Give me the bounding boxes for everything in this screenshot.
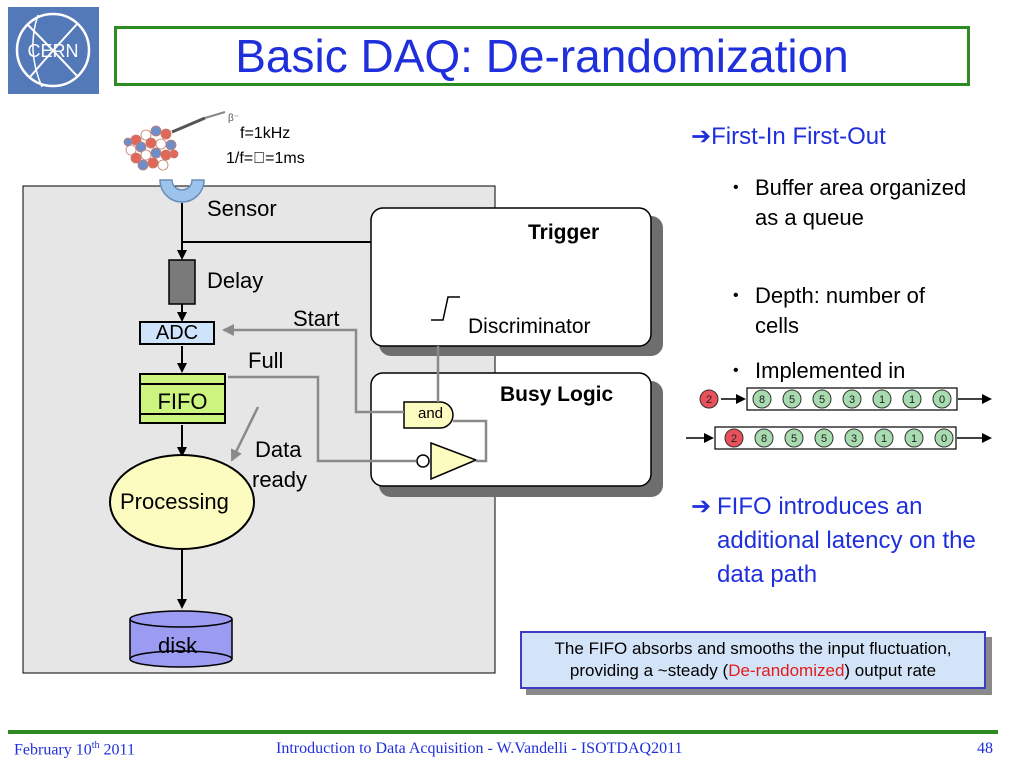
disk-icon — [129, 610, 233, 668]
particle-source-icon: β⁻ — [123, 111, 239, 171]
bullet-head-text: FIFO introduces an additional latency on… — [717, 493, 976, 588]
source-frequency: f=1kHz — [240, 125, 291, 142]
data-ready-label-1: Data — [255, 437, 302, 462]
bullet-dot-icon: • — [733, 179, 739, 196]
busy-inverter-icon — [430, 441, 479, 481]
bullet-head-text: First-In First-Out — [711, 123, 886, 150]
queue-cell-chip — [699, 389, 719, 409]
fifo-label: FIFO — [157, 389, 208, 414]
queue-cell-value: 0 — [939, 394, 945, 406]
bullet-item-text: Depth: number of cells — [755, 283, 925, 338]
beta-label: β⁻ — [228, 113, 239, 124]
arrow-right-icon: ➔ — [691, 493, 712, 520]
footer-title: Introduction to Data Acquisition - W.Van… — [276, 740, 683, 757]
sensor-icon — [159, 179, 205, 203]
queue-cell-chip — [904, 428, 924, 448]
trigger-label: Trigger — [528, 221, 600, 244]
queue-cell-chip — [872, 389, 892, 409]
sensor-label: Sensor — [207, 196, 277, 221]
bullet-item: • Implemented in — [733, 356, 973, 382]
and-gate — [403, 401, 454, 429]
queue-cell-value: 1 — [911, 433, 917, 445]
page-title: Basic DAQ: De-randomization — [235, 30, 849, 82]
note-text-part2: ) output rate — [844, 661, 937, 680]
discriminator-icon — [431, 296, 460, 321]
bullet-dot-icon: • — [733, 362, 739, 379]
delay-label: Delay — [207, 268, 264, 293]
queue-cell-chip — [844, 428, 864, 448]
bullet-dot-icon: • — [733, 287, 739, 304]
queue-cell-chip — [902, 389, 922, 409]
queue-cell-value: 3 — [849, 394, 855, 406]
adc-label: ADC — [155, 321, 199, 344]
note-callout: The FIFO absorbs and smooths the input f… — [520, 631, 986, 689]
data-ready-label-2: ready — [252, 467, 308, 492]
title-frame: Basic DAQ: De-randomization — [114, 26, 970, 86]
queue-cell-chip — [724, 428, 744, 448]
logo-text: CERN — [27, 41, 78, 61]
arrow-right-icon: ➔ — [691, 123, 712, 150]
queue-cell-value: 1 — [909, 394, 915, 406]
note-text-part1: The FIFO absorbs and smooths the input f… — [554, 639, 952, 680]
page-number: 48 — [977, 740, 993, 757]
queue-cell-value: 1 — [879, 394, 885, 406]
queue-cell-value: 2 — [731, 433, 737, 445]
source-period: 1/f==1ms — [226, 150, 305, 167]
trigger-box — [370, 207, 652, 347]
cern-logo-graphic: CERN — [15, 12, 91, 88]
queue-cell-value: 5 — [819, 394, 825, 406]
bullet-head-fifo: ➔First-In First-Out — [691, 122, 886, 151]
queue-cell-chip — [782, 389, 802, 409]
disk-label: disk — [158, 633, 198, 658]
cern-logo: CERN — [8, 7, 99, 94]
footer-date: February 10th 2011 — [14, 740, 135, 759]
queue-cell-chip — [874, 428, 894, 448]
queue-cell-value: 1 — [881, 433, 887, 445]
queue-cell-value: 0 — [941, 433, 947, 445]
footer-divider — [8, 730, 998, 734]
queue-cell-chip — [842, 389, 862, 409]
note-text-highlight: De-randomized — [728, 661, 845, 680]
bullet-item-text: Implemented in — [755, 358, 906, 382]
bullet-item-text: Buffer area organized as a queue — [755, 175, 967, 230]
fifo-queue-illustration: 2 8 5 5 3 1 1 0 2 8 5 5 3 1 1 0 — [686, 387, 992, 450]
queue-cell-chip — [932, 389, 952, 409]
discriminator-label: Discriminator — [468, 315, 591, 338]
queue-buffer — [714, 426, 957, 450]
queue-cell-value: 2 — [706, 394, 712, 406]
queue-cell-chip — [812, 389, 832, 409]
start-label: Start — [293, 306, 340, 331]
queue-cell-value: 5 — [791, 433, 797, 445]
queue-cell-value: 5 — [789, 394, 795, 406]
processing-label: Processing — [120, 489, 229, 514]
queue-cell-chip — [934, 428, 954, 448]
busy-logic-label: Busy Logic — [500, 383, 614, 406]
queue-cell-value: 8 — [759, 394, 765, 406]
queue-cell-chip — [814, 428, 834, 448]
queue-cell-value: 5 — [821, 433, 827, 445]
queue-cell-chip — [752, 389, 772, 409]
full-label: Full — [248, 348, 284, 373]
adc-box: ADC — [139, 321, 215, 345]
queue-cell-value: 8 — [761, 433, 767, 445]
queue-cell-chip — [784, 428, 804, 448]
delay-box — [168, 259, 196, 305]
and-gate-label: and — [418, 405, 444, 422]
fifo-box: FIFO — [139, 373, 226, 424]
queue-cell-value: 3 — [851, 433, 857, 445]
queue-cell-chip — [754, 428, 774, 448]
